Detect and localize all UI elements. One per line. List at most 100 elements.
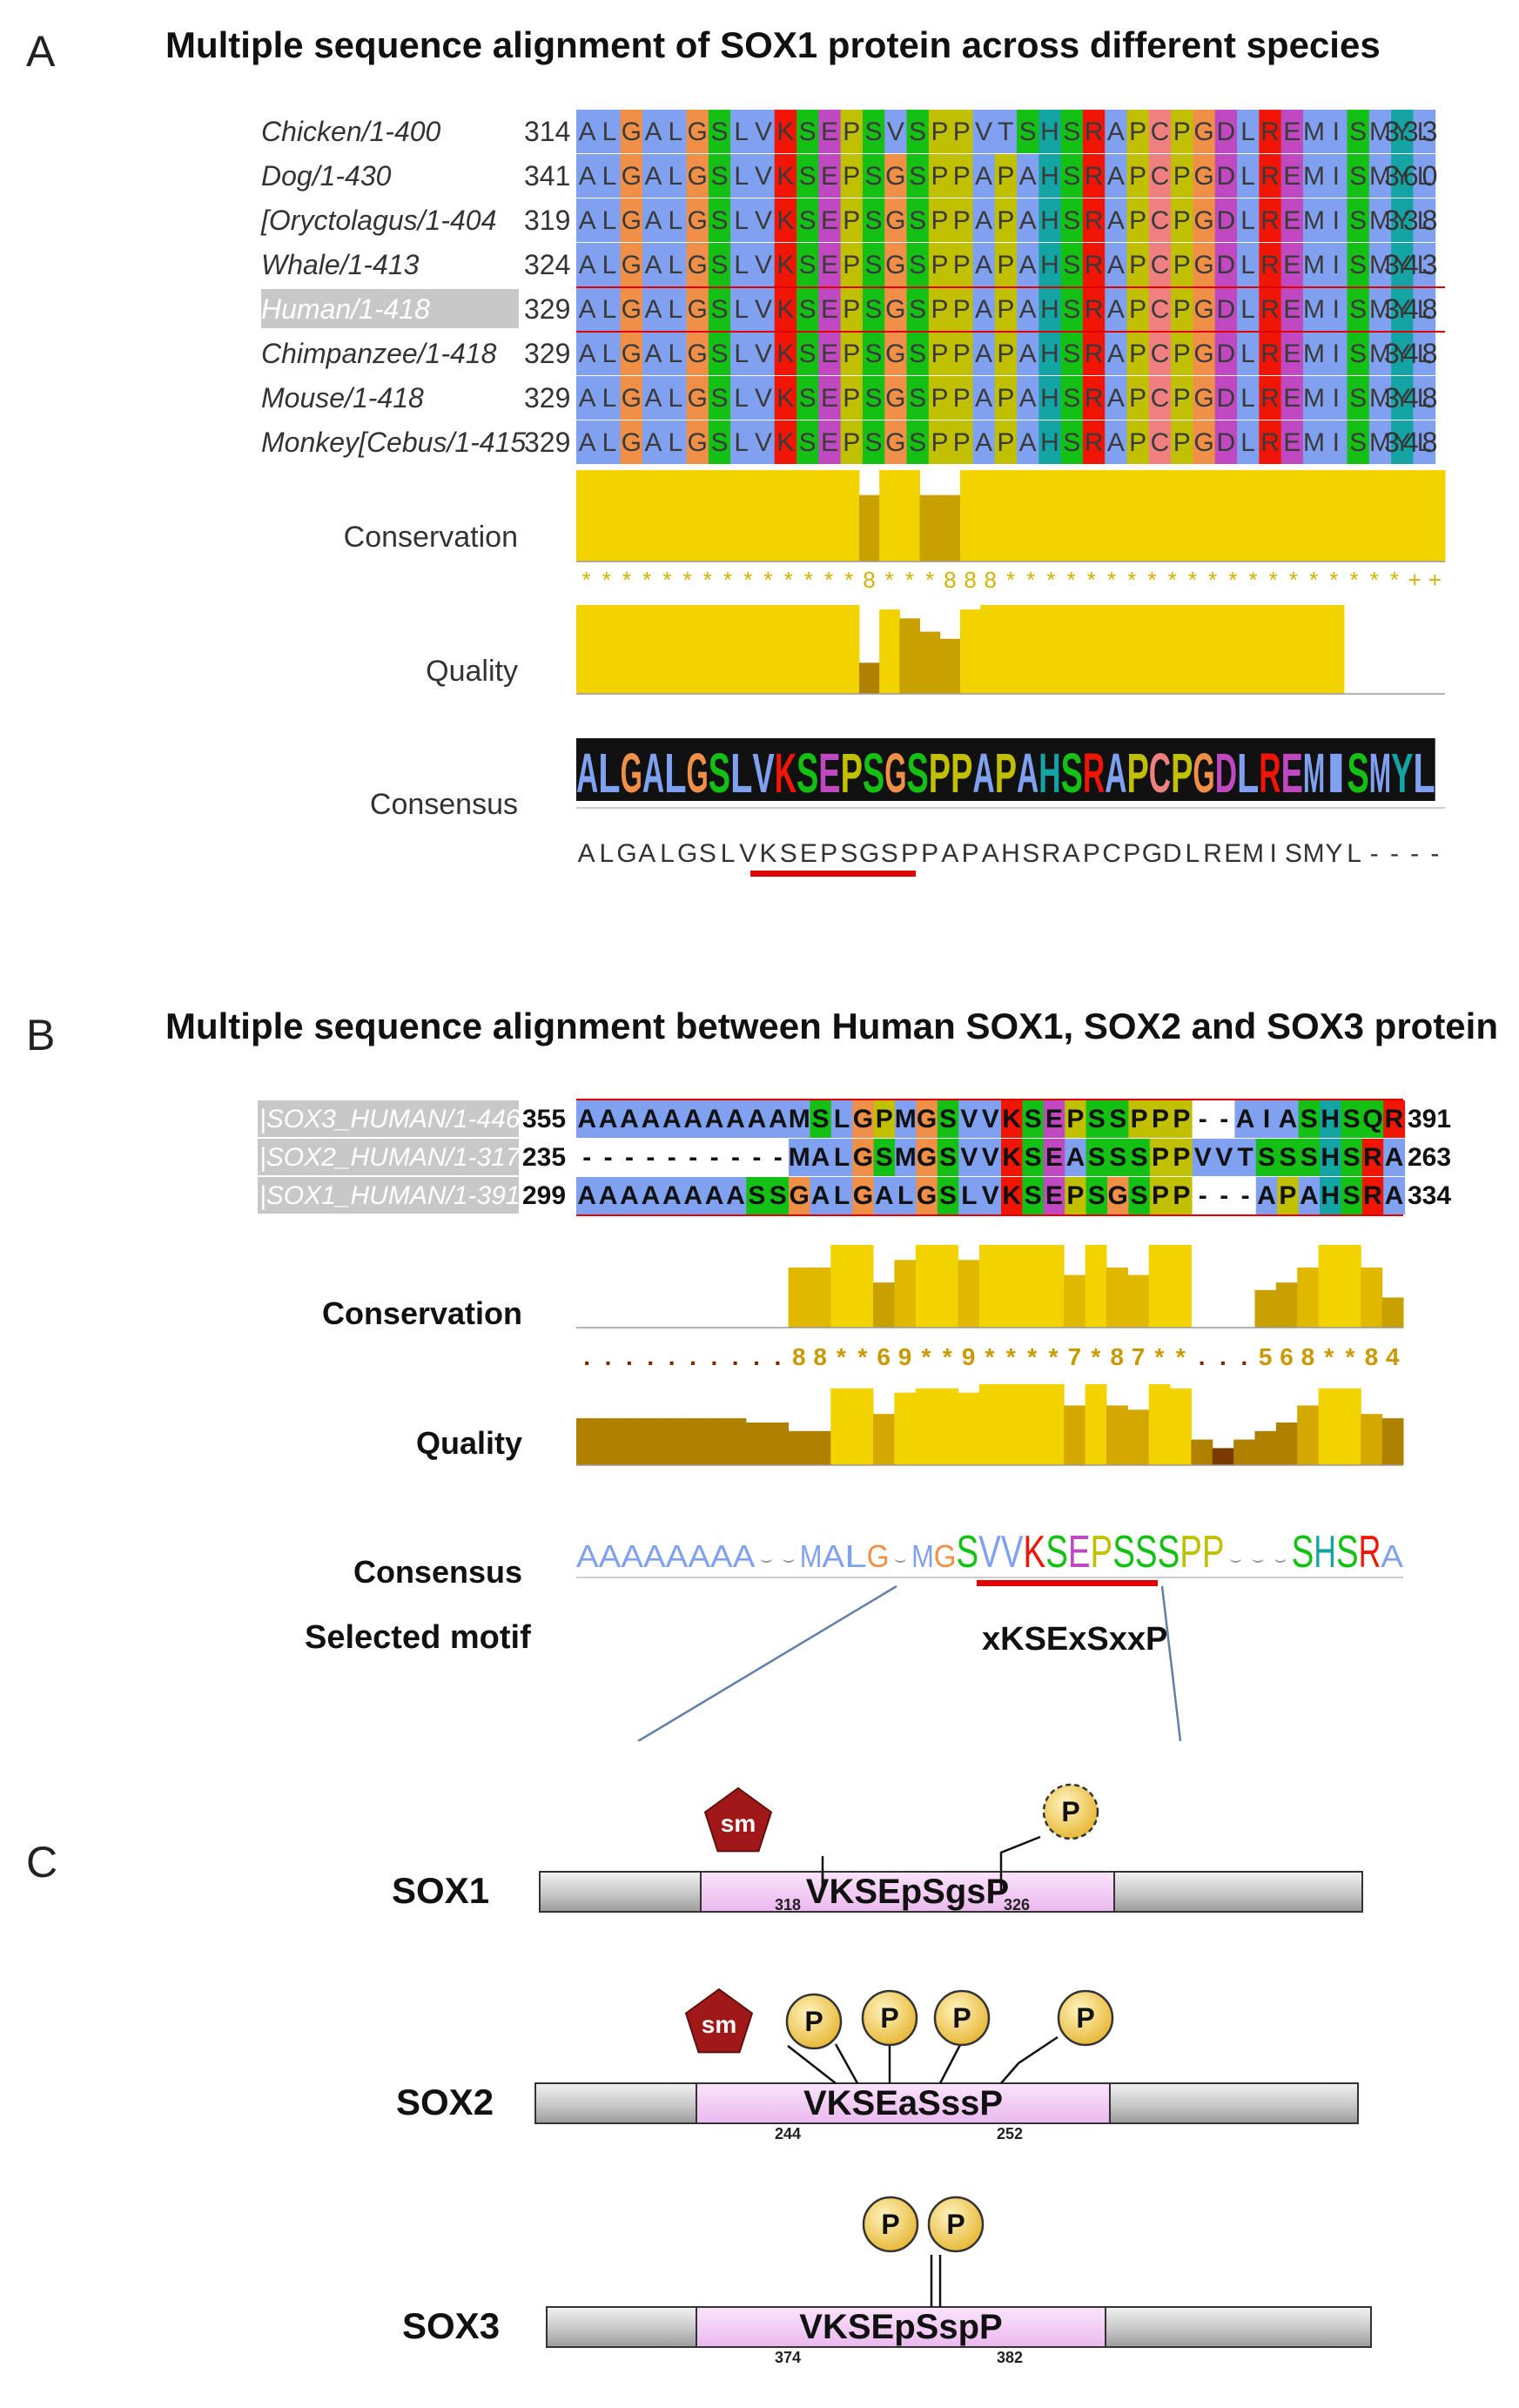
- residue-letter: I: [1333, 162, 1340, 191]
- residue-cell: [1171, 1139, 1193, 1176]
- residue-cell: [686, 287, 709, 331]
- residue-cell: [1325, 376, 1348, 420]
- quality-bar: [1040, 605, 1062, 694]
- residue-cell: [597, 1139, 620, 1176]
- residue-cell: [1082, 287, 1106, 331]
- conservation-bar: [1182, 470, 1203, 562]
- residue-letter: L: [602, 118, 617, 146]
- residue-cell: [686, 243, 709, 286]
- residue-letter: -: [689, 1143, 697, 1172]
- residue-cell: [752, 376, 776, 420]
- residue-letter: P: [953, 428, 971, 457]
- conservation-symbol: .: [1220, 1343, 1227, 1370]
- residue-cell: [884, 420, 907, 464]
- conservation-symbol: *: [1046, 567, 1055, 593]
- residue-letter: K: [776, 206, 794, 235]
- residue-cell: [640, 1177, 662, 1214]
- seq-name-background: [258, 1100, 519, 1137]
- conservation-bar: [1127, 1275, 1150, 1328]
- quality-bar: [958, 1392, 980, 1465]
- residue-letter: S: [1063, 295, 1080, 324]
- conservation-symbol: .: [626, 1343, 633, 1370]
- conservation-symbol: .: [775, 1343, 782, 1370]
- residue-letter: M: [1303, 162, 1325, 191]
- sumo-pentagon-icon: [684, 1988, 754, 2054]
- residue-cell: [818, 287, 842, 331]
- residue-letter: P: [1173, 1181, 1190, 1210]
- consensus-logo-letter: A: [576, 1538, 599, 1574]
- sequence-start: 355: [522, 1105, 566, 1133]
- residue-cell: [1017, 332, 1039, 375]
- residue-cell: [730, 198, 753, 242]
- residue-cell: [703, 1100, 726, 1138]
- conservation-bar: [596, 470, 617, 562]
- consensus-logo-letter: V: [978, 1527, 1001, 1577]
- residue-cell: [1341, 1100, 1363, 1138]
- residue-cell: [852, 1177, 875, 1214]
- conservation-symbol: *: [1006, 1343, 1016, 1370]
- conservation-symbol: *: [1154, 1343, 1164, 1370]
- residue-letter: S: [799, 384, 817, 413]
- consensus-logo-letter: L: [598, 742, 620, 804]
- residue-cell: [994, 376, 1018, 420]
- residue-letter: I: [1333, 251, 1340, 279]
- residue-cell: [884, 332, 907, 375]
- residue-letter: P: [931, 340, 948, 368]
- residue-letter: R: [1260, 428, 1280, 457]
- residue-letter: L: [734, 340, 749, 368]
- quality-bar: [1303, 605, 1325, 694]
- consensus-logo-letter: A: [621, 1538, 643, 1574]
- residue-cell: [724, 1177, 747, 1214]
- consensus-text-letter: S: [840, 839, 857, 868]
- residue-cell: [1001, 1100, 1023, 1138]
- phospho-stem: [938, 2041, 964, 2084]
- conservation-bar: [838, 470, 860, 562]
- residue-letter: S: [799, 428, 817, 457]
- residue-letter: L: [1240, 162, 1255, 191]
- residue-letter: L: [1417, 340, 1432, 368]
- sequence-end: 334: [1408, 1181, 1451, 1210]
- residue-cell: [1085, 1100, 1108, 1138]
- residue-cell: [1302, 420, 1326, 464]
- residue-cell: [789, 1139, 810, 1176]
- residue-cell: [1082, 110, 1106, 153]
- consensus-logo-letter: P: [995, 742, 1017, 804]
- residue-letter: V: [755, 295, 772, 324]
- residue-cell: [852, 1139, 875, 1176]
- residue-cell: [1255, 1177, 1278, 1214]
- consensus-logo-letter: A: [688, 1538, 710, 1574]
- residue-letter: S: [1301, 1105, 1318, 1133]
- residue-letter: I: [1333, 295, 1340, 324]
- consensus-logo-letter: G: [621, 742, 642, 804]
- residue-letter: R: [1260, 206, 1280, 235]
- residue-letter: P: [1129, 162, 1146, 191]
- residue-cell: [1038, 243, 1062, 286]
- conservation-symbol: *: [622, 567, 631, 593]
- residue-letter: L: [734, 251, 749, 279]
- motif-box-sox1: [700, 1871, 1115, 1913]
- residue-cell: [620, 420, 643, 464]
- residue-letter: G: [1193, 384, 1213, 413]
- conservation-bar: [1242, 470, 1264, 562]
- consensus-logo-letter: H: [1038, 742, 1060, 804]
- residue-cell: [664, 376, 687, 420]
- residue-letter: S: [710, 295, 728, 324]
- residue-cell: [840, 287, 864, 331]
- residue-letter: P: [931, 251, 948, 279]
- residue-letter: G: [885, 206, 905, 235]
- quality-bar: [576, 605, 597, 694]
- residue-cell: [642, 332, 665, 375]
- residue-letter: G: [885, 384, 905, 413]
- residue-letter: K: [776, 384, 794, 413]
- residue-cell: [1302, 332, 1326, 375]
- consensus-logo-letter: P: [951, 742, 972, 804]
- residue-cell: [1017, 110, 1039, 153]
- residue-cell: [774, 243, 797, 286]
- conservation-bar: [1121, 470, 1143, 562]
- residue-letter: P: [1173, 295, 1191, 324]
- conservation-bar: [1042, 1245, 1065, 1328]
- conservation-symbol: 8: [1365, 1343, 1379, 1370]
- residue-letter: S: [1063, 428, 1080, 457]
- panel-b-conservation-label: Conservation: [321, 1295, 522, 1331]
- residue-letter: P: [1152, 1105, 1169, 1133]
